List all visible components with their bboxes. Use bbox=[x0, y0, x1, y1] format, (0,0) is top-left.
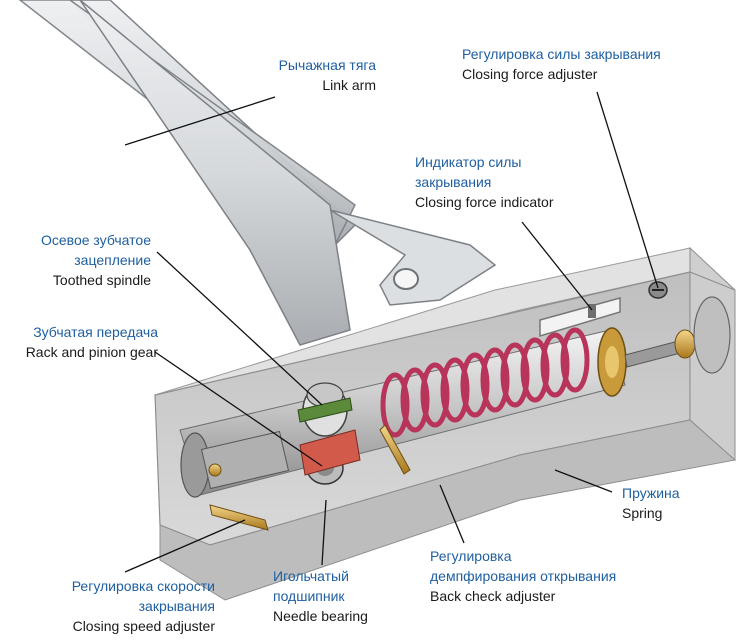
label-needle-bearing: Игольчатый подшипник Needle bearing bbox=[273, 566, 393, 626]
internal-mechanism bbox=[179, 281, 731, 531]
back-check-en: Back check adjuster bbox=[430, 588, 556, 604]
closing-force-adjuster-en: Closing force adjuster bbox=[462, 66, 598, 82]
closing-force-indicator-ru2: закрывания bbox=[415, 174, 492, 190]
label-closing-force-adjuster: Регулировка силы закрывания Closing forc… bbox=[462, 44, 722, 84]
link-arm-en: Link arm bbox=[322, 77, 376, 93]
label-toothed-spindle: Осевое зубчатое зацепление Toothed spind… bbox=[10, 230, 151, 290]
closing-force-adjuster-ru: Регулировка силы закрывания bbox=[462, 46, 661, 62]
spring-ru: Пружина bbox=[622, 485, 680, 501]
needle-bearing-ru1: Игольчатый bbox=[273, 568, 349, 584]
label-closing-force-indicator: Индикатор силы закрывания Closing force … bbox=[415, 152, 615, 212]
label-rack-pinion: Зубчатая передача Rack and pinion gear bbox=[5, 322, 158, 362]
back-check-ru2: демпфирования открывания bbox=[430, 568, 617, 584]
needle-bearing-ru2: подшипник bbox=[273, 588, 345, 604]
link-arm-shape bbox=[18, 0, 497, 346]
link-arm-ru: Рычажная тяга bbox=[278, 57, 376, 73]
label-back-check: Регулировка демпфирования открывания Bac… bbox=[430, 546, 660, 606]
spring-en: Spring bbox=[622, 505, 663, 521]
closing-speed-ru2: закрывания bbox=[138, 598, 215, 614]
closing-speed-ru1: Регулировка скорости bbox=[71, 578, 215, 594]
toothed-spindle-en: Toothed spindle bbox=[52, 272, 151, 288]
closing-force-indicator-ru1: Индикатор силы bbox=[415, 154, 522, 170]
toothed-spindle-ru1: Осевое зубчатое bbox=[41, 232, 151, 248]
needle-bearing-en: Needle bearing bbox=[273, 608, 368, 624]
label-spring: Пружина Spring bbox=[622, 483, 722, 523]
back-check-ru1: Регулировка bbox=[430, 548, 512, 564]
rack-pinion-en: Rack and pinion gear bbox=[25, 344, 158, 360]
label-closing-speed: Регулировка скорости закрывания Closing … bbox=[20, 576, 215, 636]
toothed-spindle-ru2: зацепление bbox=[74, 252, 151, 268]
label-link-arm: Рычажная тяга Link arm bbox=[230, 55, 376, 95]
rack-pinion-ru: Зубчатая передача bbox=[33, 324, 158, 340]
closing-speed-en: Closing speed adjuster bbox=[72, 618, 215, 634]
closing-force-indicator-en: Closing force indicator bbox=[415, 194, 554, 210]
leader-lines bbox=[124, 91, 659, 573]
spring-shape bbox=[380, 327, 590, 438]
